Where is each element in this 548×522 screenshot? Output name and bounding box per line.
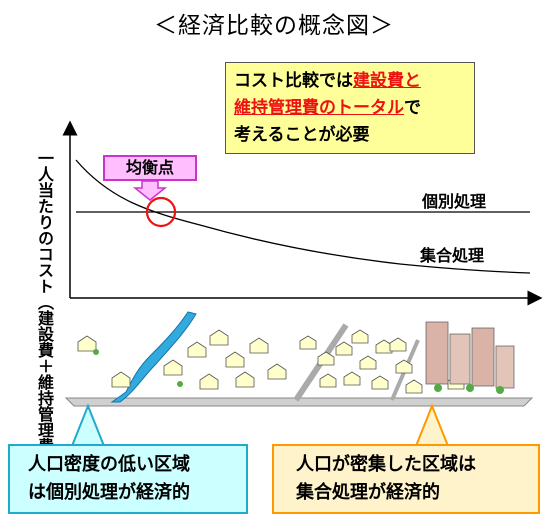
equilibrium-circle [145,196,177,228]
note-highlight: 建設費と [353,71,421,91]
note-highlight: 維持管理費のトータル [234,98,404,118]
low-density-box: 人口密度の低い区域 は個別処理が経済的 [8,444,248,514]
high-density-box: 人口が密集した区域は 集合処理が経済的 [272,444,540,514]
collective-curve-label: 集合処理 [420,246,485,265]
note-text: コスト比較では [234,71,353,91]
note-box: コスト比較では建設費と 維持管理費のトータルで 考えることが必要 [225,62,475,154]
callout-arrow [132,180,168,201]
right-box-pointer [414,403,450,447]
trees [93,349,504,394]
high-density-line-1: 人口が密集した区域は [296,454,476,475]
y-axis-label: 一人当たりのコスト（建設費＋維持管理費） [35,150,54,470]
ground-platform [64,397,534,407]
tall-buildings [425,321,515,389]
individual-curve-label: 個別処理 [422,192,487,211]
dense-houses [299,329,465,394]
left-box-pointer [70,403,106,447]
note-line-3: 考えることが必要 [234,125,370,145]
low-density-line-1: 人口密度の低い区域 [28,454,190,475]
high-density-line-2: 集合処理が経済的 [296,482,440,503]
note-line-2: 維持管理費のトータルで [234,95,466,122]
note-text: で [404,98,421,118]
equilibrium-callout: 均衡点 [103,155,197,181]
collective-cost-curve [75,159,531,274]
sparse-houses [77,329,287,390]
page-title: ＜経済比較の概念図＞ [154,13,394,39]
note-line-1: コスト比較では建設費と [234,68,466,95]
low-density-line-2: は個別処理が経済的 [28,482,190,503]
river [110,311,197,403]
